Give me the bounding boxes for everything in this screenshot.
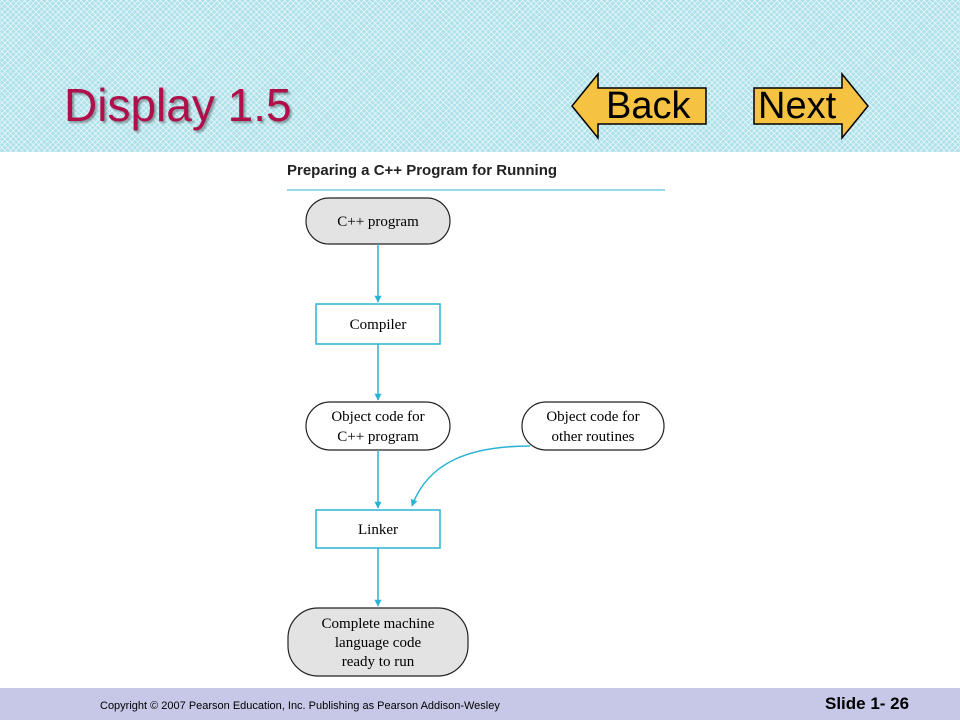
machine-code-label-line1: Complete machine [322,616,435,632]
slide-number: Slide 1- 26 [825,694,910,713]
other-routines-label-line1: Object code for [546,409,639,425]
next-button-label: Next [758,85,837,127]
machine-code-label-line3: ready to run [342,654,415,670]
back-button-label: Back [606,85,691,127]
next-button[interactable]: Next [752,72,870,140]
compiler-label: Compiler [350,317,407,333]
cpp-program-label: C++ program [337,214,419,230]
copyright-notice: Copyright © 2007 Pearson Education, Inc.… [100,700,500,712]
footer-bar: Copyright © 2007 Pearson Education, Inc.… [0,688,960,720]
linker-node [315,509,441,549]
object-code-label-line2: C++ program [337,429,419,445]
header-banner: Display 1.5 Back Next [0,0,960,152]
flowchart-diagram: Preparing a C++ Program for Running C++ … [287,162,665,677]
left-arrow-icon [571,72,707,140]
object-code-label-line1: Object code for [331,409,424,425]
diagram-heading: Preparing a C++ Program for Running [287,162,557,179]
machine-code-label-line2: language code [335,635,422,651]
compiler-node [315,303,441,345]
arrow-routines-to-linker [410,445,531,507]
other-routines-label-line2: other routines [552,429,635,445]
slide-title: Display 1.5 [64,79,292,131]
back-button[interactable]: Back [570,72,708,140]
right-arrow-icon [753,72,869,140]
machine-code-node [287,607,469,677]
linker-label: Linker [358,522,398,538]
other-routines-node [521,401,665,451]
